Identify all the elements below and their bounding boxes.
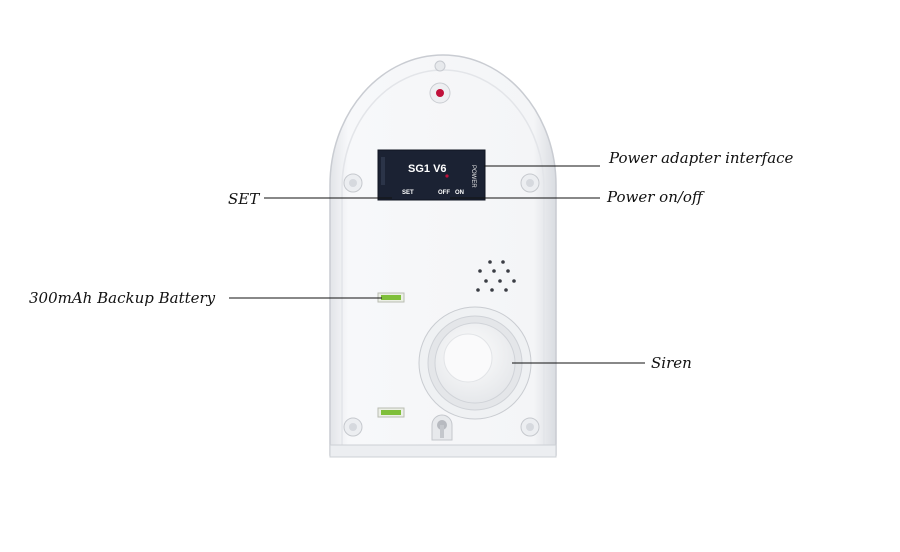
callout-backup-battery: 300mAh Backup Battery bbox=[29, 289, 216, 307]
speaker-grille bbox=[476, 260, 516, 292]
callout-power-adapter-interface: Power adapter interface bbox=[609, 149, 794, 167]
control-board: SG1 V6 POWER SET OFF ON bbox=[377, 149, 486, 201]
board-led bbox=[445, 174, 449, 178]
battery-contact-bottom bbox=[377, 407, 405, 418]
board-set-label: SET bbox=[402, 190, 414, 196]
callout-set: SET bbox=[228, 190, 260, 208]
indicator-light bbox=[429, 60, 451, 104]
screw-hole-top-right bbox=[520, 173, 540, 193]
siren-speaker bbox=[418, 306, 532, 420]
screw-hole-bottom-left bbox=[343, 417, 363, 437]
screw-hole-top-left bbox=[343, 173, 363, 193]
keyhole-mount bbox=[431, 414, 453, 441]
board-model-label: SG1 V6 bbox=[408, 163, 447, 175]
callout-power-onoff: Power on/off bbox=[607, 188, 703, 206]
board-power-label: POWER bbox=[470, 165, 476, 188]
board-pin-header bbox=[381, 157, 385, 185]
screw-hole-bottom-right bbox=[520, 417, 540, 437]
board-on-label: ON bbox=[455, 190, 464, 196]
callout-siren: Siren bbox=[651, 354, 692, 372]
leader-lines bbox=[229, 165, 645, 364]
board-off-label: OFF bbox=[438, 190, 450, 196]
